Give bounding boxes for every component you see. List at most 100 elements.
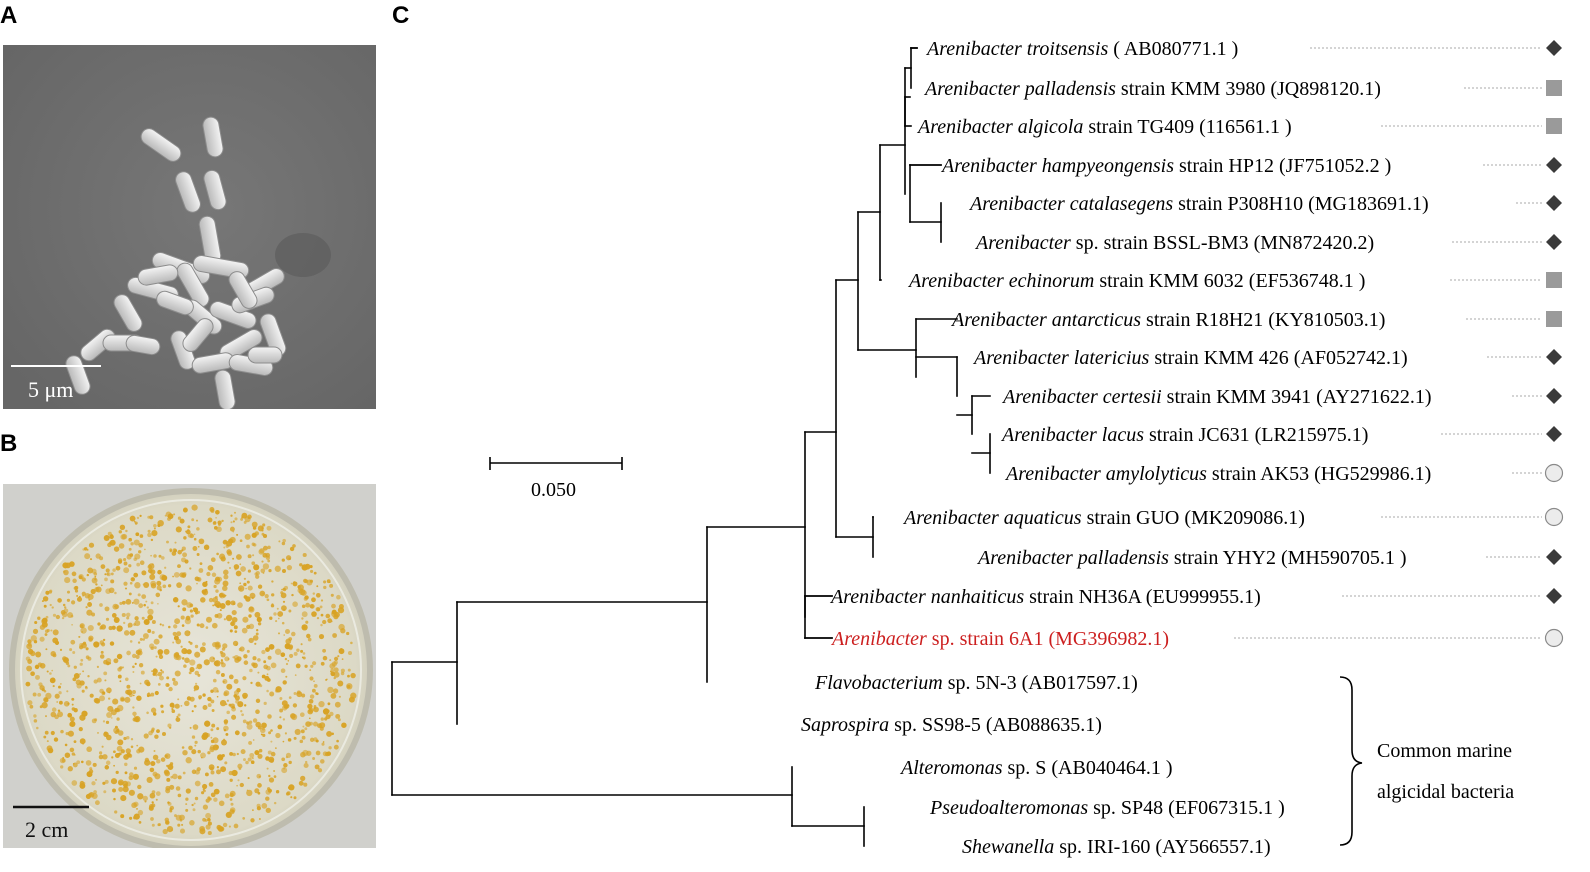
taxon-label: Arenibacter algicola strain TG409 (11656… xyxy=(916,116,1292,138)
taxon-genus: Arenibacter xyxy=(830,628,927,650)
rod-cell xyxy=(175,171,201,213)
bracket-label-line2: algicidal bacteria xyxy=(1377,781,1514,803)
taxon-label: Saprospira sp. SS98-5 (AB088635.1) xyxy=(801,714,1102,736)
square-marker-icon xyxy=(1546,311,1562,327)
taxon-genus: Pseudoalteromonas xyxy=(929,797,1088,819)
taxon-label: Arenibacter catalasegens strain P308H10 … xyxy=(968,193,1429,215)
diamond-marker-icon xyxy=(1546,549,1562,565)
taxon-genus: Arenibacter xyxy=(940,155,1037,177)
rod-cell xyxy=(247,346,283,364)
taxon-strain: strain NH36A (EU999955.1) xyxy=(1024,586,1261,608)
taxon-genus: Arenibacter xyxy=(907,270,1004,292)
taxon-label: Arenibacter hampyeongensis strain HP12 (… xyxy=(940,155,1391,177)
taxon-strain: strain TG409 (116561.1 ) xyxy=(1083,116,1291,138)
taxon-strain: strain GUO (MK209086.1) xyxy=(1082,507,1305,529)
taxon-species: amylolyticus xyxy=(1101,463,1207,485)
taxon-genus: Arenibacter xyxy=(902,507,999,529)
taxon-genus: Arenibacter xyxy=(923,78,1020,100)
taxon-genus: Saprospira xyxy=(801,714,889,736)
scale-label-c: 0.050 xyxy=(531,479,576,501)
taxon-species: troitsensis xyxy=(1022,38,1109,60)
taxon-genus: Arenibacter xyxy=(916,116,1013,138)
taxon-strain: strain KMM 3980 (JQ898120.1) xyxy=(1116,78,1381,100)
taxon-strain: strain P308H10 (MG183691.1) xyxy=(1173,193,1429,215)
square-marker-icon xyxy=(1546,272,1562,288)
taxon-strain: strain JC631 (LR215975.1) xyxy=(1144,424,1368,446)
taxon-genus: Arenibacter xyxy=(972,347,1069,369)
taxon-genus: Arenibacter xyxy=(974,232,1071,254)
taxon-species: palladensis xyxy=(1073,547,1169,569)
taxon-species: palladensis xyxy=(1020,78,1116,100)
taxon-genus: Arenibacter xyxy=(950,309,1047,331)
diamond-marker-icon xyxy=(1546,157,1562,173)
taxon-species: nanhaiticus xyxy=(926,586,1025,608)
taxon-strain: sp. SS98-5 (AB088635.1) xyxy=(889,714,1102,736)
tree-branches xyxy=(391,47,991,847)
square-marker-icon xyxy=(1546,118,1562,134)
rod-cell xyxy=(113,294,143,332)
taxon-strain: sp. 5N-3 (AB017597.1) xyxy=(943,672,1138,694)
outgroup-bracket xyxy=(1339,676,1363,846)
taxon-strain: ( AB080771.1 ) xyxy=(1108,38,1238,60)
taxon-species: hampyeongensis xyxy=(1037,155,1174,177)
taxon-species: certesii xyxy=(1098,386,1162,408)
taxon-genus: Arenibacter xyxy=(1004,463,1101,485)
taxon-strain: strain KMM 3941 (AY271622.1) xyxy=(1162,386,1432,408)
square-marker-icon xyxy=(1546,80,1562,96)
taxon-genus: Alteromonas xyxy=(899,757,1003,779)
leader-lines xyxy=(1234,47,1542,639)
taxon-label: Arenibacter sp. strain BSSL-BM3 (MN87242… xyxy=(974,232,1374,254)
taxon-label: Arenibacter sp. strain 6A1 (MG396982.1) xyxy=(830,628,1169,650)
taxon-label: Arenibacter lacus strain JC631 (LR215975… xyxy=(1000,424,1368,446)
taxon-genus: Arenibacter xyxy=(976,547,1073,569)
taxon-label: Arenibacter troitsensis ( AB080771.1 ) xyxy=(925,38,1238,60)
taxon-label: Arenibacter echinorum strain KMM 6032 (E… xyxy=(907,270,1365,292)
circle-marker-icon xyxy=(1544,628,1564,648)
scale-label-b: 2 cm xyxy=(25,817,68,842)
rod-cell xyxy=(156,290,194,316)
rod-cell xyxy=(125,334,161,356)
taxon-species: echinorum xyxy=(1004,270,1095,292)
taxon-strain: sp. strain 6A1 (MG396982.1) xyxy=(927,628,1169,650)
rod-cell xyxy=(228,271,258,309)
panel-letter-b: B xyxy=(0,430,18,457)
taxon-species: algicola xyxy=(1013,116,1084,138)
taxon-species: antarcticus xyxy=(1047,309,1141,331)
taxon-strain: sp. S (AB040464.1 ) xyxy=(1002,757,1172,779)
panel-letter-a: A xyxy=(0,2,18,29)
diamond-marker-icon xyxy=(1546,588,1562,604)
taxon-species: aquaticus xyxy=(999,507,1082,529)
bracket-label-line1: Common marine xyxy=(1377,740,1512,762)
taxon-label: Arenibacter aquaticus strain GUO (MK2090… xyxy=(902,507,1305,529)
scale-bar-c: 0.050 xyxy=(489,457,623,501)
rod-cell xyxy=(176,262,210,308)
taxon-label: Arenibacter latericius strain KMM 426 (A… xyxy=(972,347,1408,369)
taxon-label: Arenibacter amylolyticus strain AK53 (HG… xyxy=(1004,463,1431,485)
taxon-strain: strain KMM 426 (AF052742.1) xyxy=(1149,347,1407,369)
taxon-genus: Arenibacter xyxy=(1001,386,1098,408)
taxon-species: latericius xyxy=(1069,347,1150,369)
taxon-genus: Shewanella xyxy=(962,836,1054,858)
taxon-label: Arenibacter palladensis strain KMM 3980 … xyxy=(923,78,1381,100)
diamond-marker-icon xyxy=(1546,40,1562,56)
taxon-strain: strain R18H21 (KY810503.1) xyxy=(1141,309,1385,331)
taxon-label: Arenibacter nanhaiticus strain NH36A (EU… xyxy=(829,586,1261,608)
diamond-marker-icon xyxy=(1546,426,1562,442)
diamond-marker-icon xyxy=(1546,349,1562,365)
rod-cell xyxy=(182,318,214,352)
taxon-label: Shewanella sp. IRI-160 (AY566557.1) xyxy=(962,836,1271,858)
taxon-label: Flavobacterium sp. 5N-3 (AB017597.1) xyxy=(814,672,1138,694)
taxon-label: Arenibacter palladensis strain YHY2 (MH5… xyxy=(976,547,1407,569)
rod-cell xyxy=(140,128,182,162)
taxon-genus: Arenibacter xyxy=(925,38,1022,60)
taxon-strain: sp. IRI-160 (AY566557.1) xyxy=(1054,836,1270,858)
taxon-genus: Arenibacter xyxy=(829,586,926,608)
taxon-species: catalasegens xyxy=(1065,193,1174,215)
scale-label-a: 5 μm xyxy=(28,377,73,402)
rod-cell xyxy=(202,116,224,158)
rod-cell xyxy=(137,264,179,286)
taxon-strain: sp. strain BSSL-BM3 (MN872420.2) xyxy=(1071,232,1374,254)
taxon-labels: Arenibacter troitsensis ( AB080771.1 )Ar… xyxy=(801,38,1432,858)
taxon-strain: strain AK53 (HG529986.1) xyxy=(1207,463,1431,485)
